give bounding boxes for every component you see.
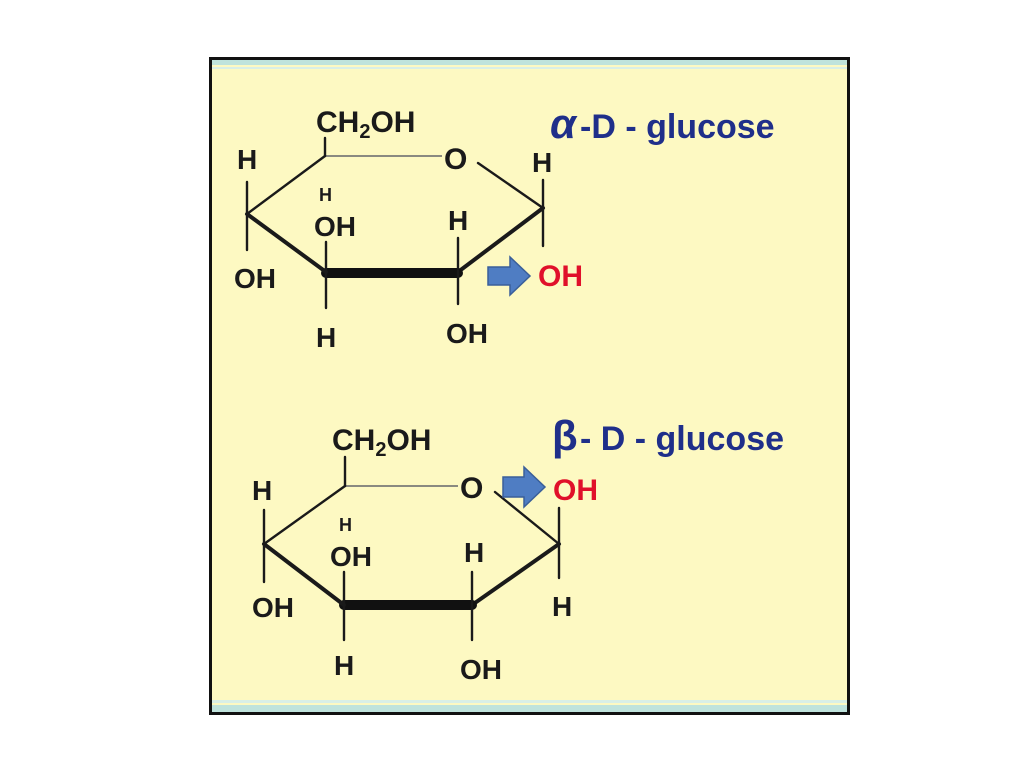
- beta-c4-h: H: [252, 475, 272, 506]
- beta-c1-h: H: [552, 591, 572, 622]
- alpha-c4-oh: OH: [234, 263, 276, 294]
- beta-title-greek: β: [552, 412, 578, 459]
- beta-c2-h: H: [464, 537, 484, 568]
- alpha-c3-oh: OH: [314, 211, 356, 242]
- slide-panel: α -D - glucose CH2OH O H OH: [209, 57, 850, 715]
- alpha-c2-oh: OH: [446, 318, 488, 349]
- alpha-c2-h: H: [448, 205, 468, 236]
- alpha-bond-c3-c4: [245, 212, 328, 274]
- alpha-c5-h: H: [319, 185, 332, 205]
- alpha-ring-oxygen: O: [444, 143, 467, 176]
- beta-anomeric-oh: OH: [553, 474, 598, 507]
- top-band-inner: [212, 67, 847, 69]
- top-band: [212, 60, 847, 65]
- alpha-arrow-icon: [487, 255, 532, 297]
- alpha-bond-o-c1: [476, 161, 545, 210]
- beta-bond-c1-c2: [470, 542, 561, 607]
- beta-ring-oxygen: O: [460, 472, 483, 505]
- beta-bond-c3-c4: [262, 542, 346, 607]
- alpha-title: -D - glucose: [580, 108, 775, 146]
- beta-c2-oh: OH: [460, 654, 502, 685]
- alpha-ch2oh: CH2OH: [316, 106, 415, 143]
- alpha-c4-h: H: [237, 144, 257, 175]
- beta-c5-h: H: [339, 515, 352, 535]
- beta-bond-o-c1: [493, 490, 561, 546]
- bottom-band-inner: [212, 700, 847, 703]
- alpha-bond-c1-c2: [456, 206, 545, 274]
- beta-arrow-icon: [502, 465, 547, 509]
- beta-c3-h: H: [334, 650, 354, 681]
- alpha-title-greek: α: [550, 100, 578, 147]
- alpha-c1-h: H: [532, 147, 552, 178]
- beta-bond-c4-c5: [262, 484, 347, 546]
- beta-c3-oh: OH: [330, 541, 372, 572]
- bottom-band: [212, 705, 847, 712]
- beta-glucose: β - D - glucose CH2OH O OH H: [252, 412, 784, 685]
- beta-title: - D - glucose: [580, 420, 784, 458]
- alpha-glucose: α -D - glucose CH2OH O H OH: [234, 100, 775, 353]
- beta-c4-oh: OH: [252, 592, 294, 623]
- alpha-anomeric-oh: OH: [538, 260, 583, 293]
- alpha-bond-c4-c5: [245, 154, 327, 216]
- glucose-diagram: α -D - glucose CH2OH O H OH: [212, 60, 847, 712]
- alpha-c3-h: H: [316, 322, 336, 353]
- beta-ch2oh: CH2OH: [332, 424, 431, 461]
